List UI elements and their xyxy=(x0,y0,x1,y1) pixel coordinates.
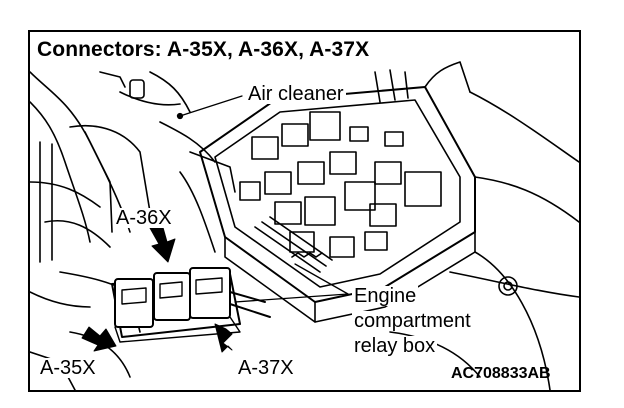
engine-components xyxy=(30,71,236,390)
leader-lines xyxy=(176,95,349,303)
arrow-a37x xyxy=(214,323,233,353)
diagram-title: Connectors: A-35X, A-36X, A-37X xyxy=(37,38,370,61)
connector-group xyxy=(111,267,271,343)
relay-box-label-line2: compartment xyxy=(352,310,473,332)
relay-box-label-line1: Engine xyxy=(352,285,419,307)
engine-bay-illustration xyxy=(30,61,579,390)
relay-box-label-line3: relay box xyxy=(352,335,438,357)
a37x-label: A-37X xyxy=(236,357,296,379)
a36x-label: A-36X xyxy=(114,207,174,229)
vehicle-body xyxy=(389,91,579,390)
arrow-a36x xyxy=(149,223,176,263)
figure-code: AC708833AB xyxy=(451,365,551,382)
diagram-frame: Connectors: A-35X, A-36X, A-37X Air clea… xyxy=(28,30,581,392)
air-cleaner-label: Air cleaner xyxy=(246,83,346,105)
relay-box xyxy=(199,61,476,323)
arrow-a35x xyxy=(81,326,117,352)
callout-arrows xyxy=(81,223,233,353)
a35x-label: A-35X xyxy=(38,357,98,379)
